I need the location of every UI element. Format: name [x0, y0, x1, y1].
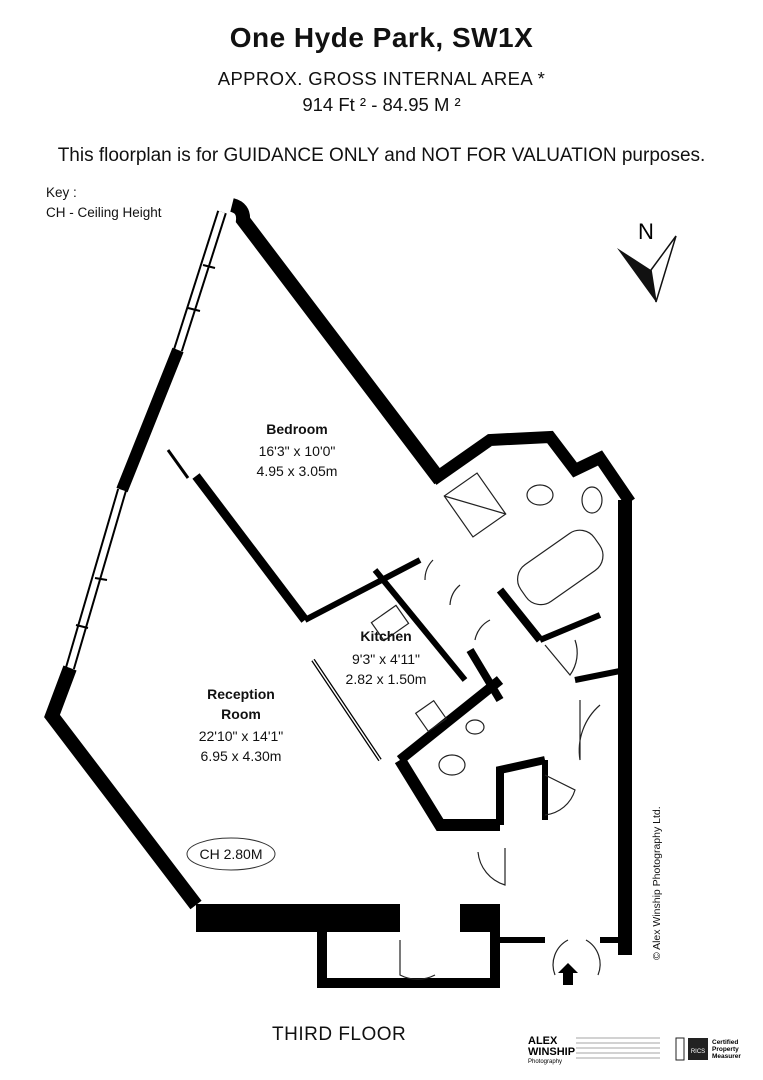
entrance-arrow-icon — [558, 963, 578, 985]
svg-text:CH 2.80M: CH 2.80M — [199, 846, 262, 862]
hob-icon — [370, 604, 410, 642]
svg-text:WINSHIP: WINSHIP — [528, 1046, 575, 1058]
svg-text:Measurer: Measurer — [712, 1053, 741, 1060]
compass-icon: N — [617, 219, 677, 303]
svg-text:Certified: Certified — [712, 1039, 738, 1046]
room-metric: 6.95 x 4.30m — [201, 748, 282, 764]
bathtub-icon — [516, 529, 604, 606]
basin-icon — [465, 719, 485, 735]
disclaimer: This floorplan is for GUIDANCE ONLY and … — [57, 145, 706, 166]
room-metric: 4.95 x 3.05m — [257, 463, 338, 479]
room-name: Room — [221, 706, 261, 722]
fineprint-block — [576, 1037, 660, 1059]
svg-text:ALEX: ALEX — [528, 1035, 558, 1047]
room-imperial: 9'3" x 4'11" — [352, 651, 420, 667]
door-swing-icon — [552, 939, 569, 976]
walls — [44, 198, 635, 988]
room-reception: Reception Room 22'10" x 14'1" 6.95 x 4.3… — [199, 686, 284, 764]
basin-icon — [581, 486, 603, 514]
room-name: Bedroom — [266, 421, 327, 437]
room-name: Reception — [207, 686, 275, 702]
room-name: Kitchen — [360, 628, 411, 644]
brand-logo: ALEX WINSHIP Photography — [528, 1035, 575, 1065]
rics-logo: RICS Certified Property Measurer — [675, 1037, 741, 1061]
shower-tray-icon — [443, 472, 507, 538]
copyright-notice: © Alex Winship Photography Ltd. — [651, 806, 663, 960]
key-title: Key : — [46, 185, 77, 200]
sink-icon — [414, 699, 448, 733]
window-markers — [75, 264, 216, 629]
area-values: 914 Ft ² - 84.95 M ² — [302, 94, 461, 115]
room-kitchen: Kitchen 9'3" x 4'11" 2.82 x 1.50m — [346, 628, 427, 687]
fixtures — [370, 472, 604, 776]
toilet-icon — [438, 754, 466, 776]
compass-north-label: N — [638, 219, 654, 244]
door-swing-icon — [424, 559, 434, 581]
ceiling-height-badge: CH 2.80M — [186, 837, 276, 871]
door-swing-icon — [544, 774, 576, 816]
door-swing-icon — [449, 584, 461, 606]
key-ceiling-height: CH - Ceiling Height — [46, 205, 162, 220]
plan-title: One Hyde Park, SW1X — [229, 22, 534, 53]
door-swing-icon — [578, 700, 601, 761]
floor-label: THIRD FLOOR — [272, 1024, 407, 1045]
door-swing-icon — [544, 639, 578, 676]
door-swing-icon — [585, 939, 601, 976]
door-swing-icon — [399, 940, 436, 980]
door-swing-icon — [477, 848, 506, 886]
svg-text:RICS: RICS — [691, 1049, 705, 1055]
room-metric: 2.82 x 1.50m — [346, 671, 427, 687]
area-label: APPROX. GROSS INTERNAL AREA * — [217, 68, 546, 89]
toilet-icon — [526, 484, 554, 506]
svg-text:Photography: Photography — [528, 1059, 562, 1065]
room-bedroom: Bedroom 16'3" x 10'0" 4.95 x 3.05m — [257, 421, 338, 479]
doors — [399, 559, 601, 980]
room-imperial: 16'3" x 10'0" — [259, 443, 336, 459]
svg-text:Property: Property — [712, 1046, 739, 1053]
room-imperial: 22'10" x 14'1" — [199, 728, 284, 744]
door-swing-icon — [474, 619, 491, 641]
